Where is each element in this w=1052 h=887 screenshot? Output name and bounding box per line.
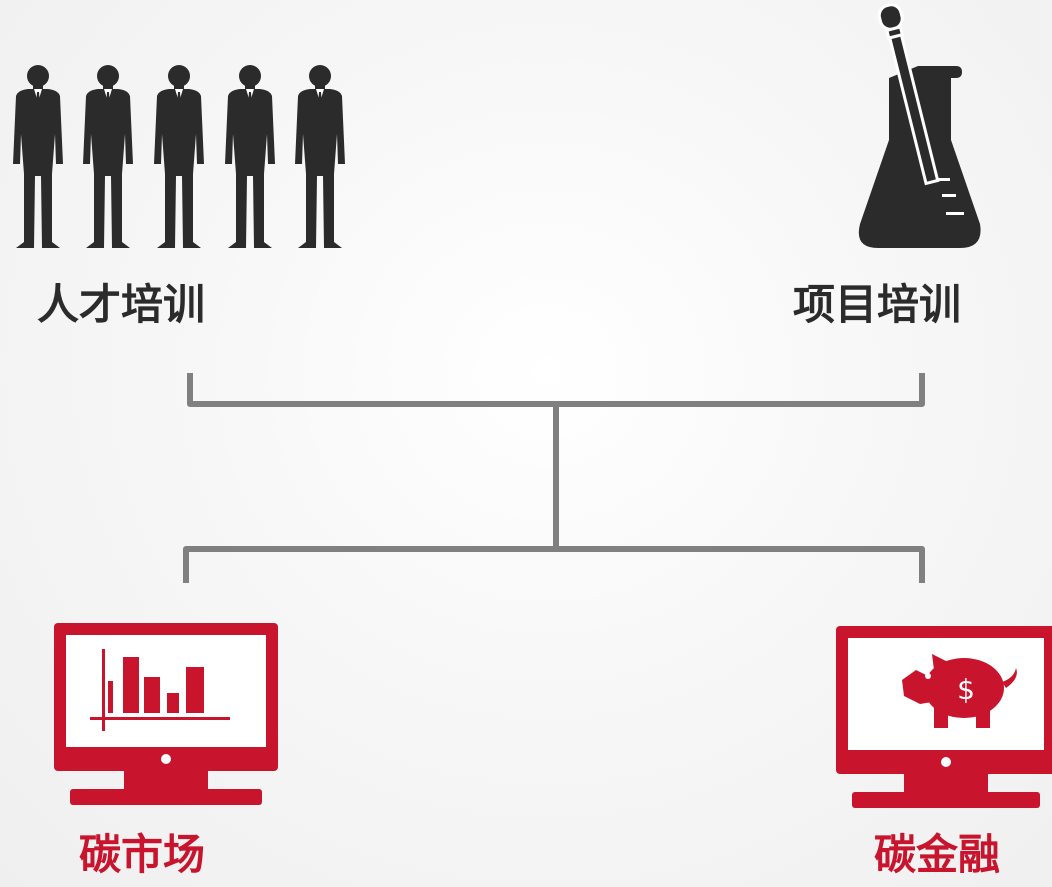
carbon-market-label: 碳市场 [79,830,206,879]
monitor-piggy-bank-icon: $ [836,626,1052,808]
monitor-bar-chart-icon [54,623,278,805]
project-training-label: 项目培训 [793,280,962,329]
businessmen-icon [13,65,345,248]
piggy-bank-icon: $ [902,654,1017,728]
flask-icon [858,3,981,248]
carbon-finance-label: 碳金融 [874,830,1001,879]
talent-training-label: 人才培训 [37,280,206,329]
svg-text:$: $ [957,673,975,706]
